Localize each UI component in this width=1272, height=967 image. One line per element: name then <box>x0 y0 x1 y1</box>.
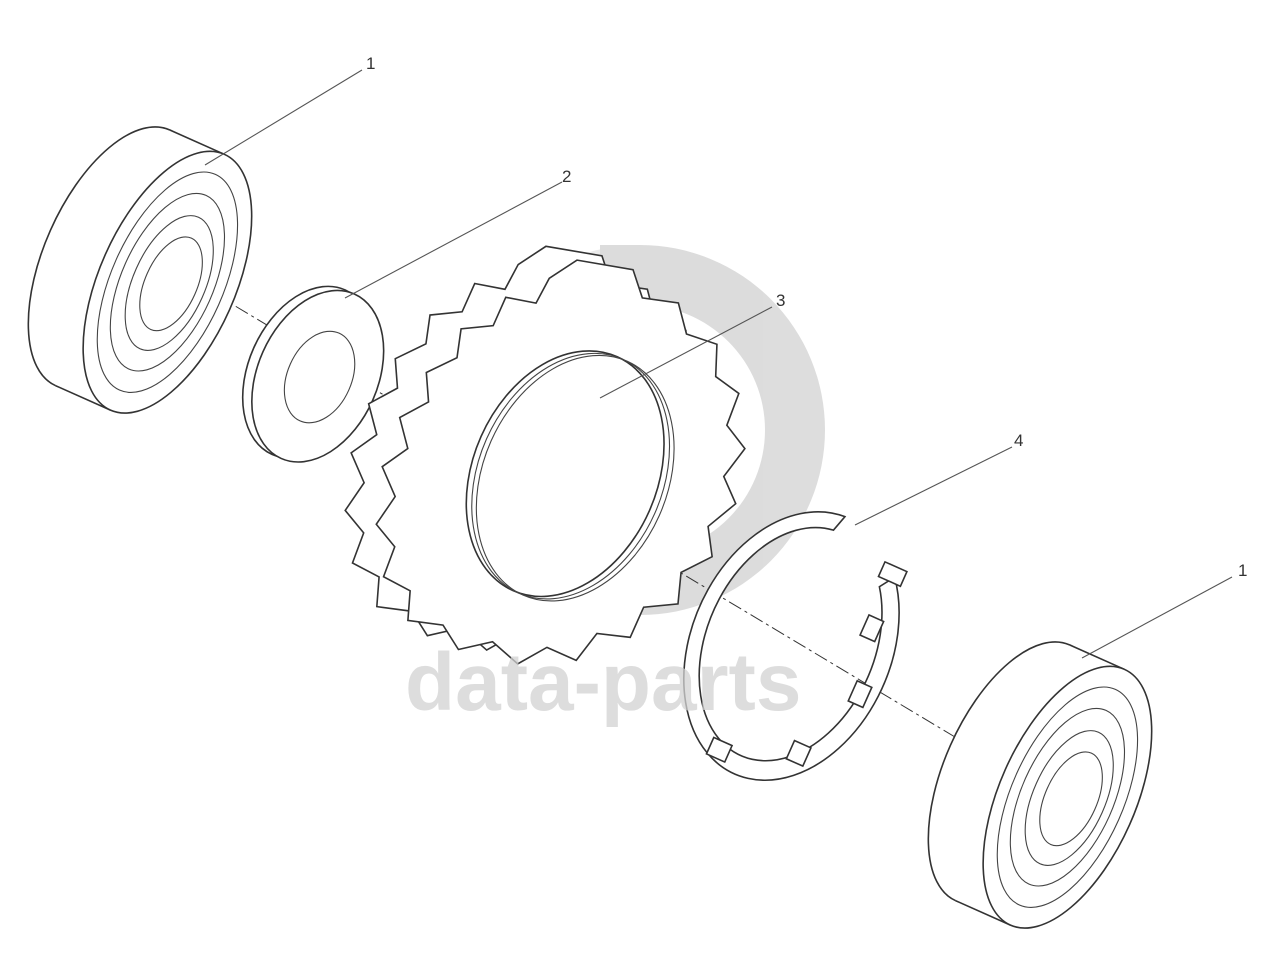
retaining-ring <box>683 511 908 782</box>
leader-line-3 <box>599 306 773 399</box>
callout-1-bottom: 1 <box>1238 561 1247 580</box>
leader-line-1-top <box>204 69 363 166</box>
bearing-top <box>27 126 253 414</box>
leader-line-2 <box>344 181 563 299</box>
bearing-bottom <box>927 641 1153 929</box>
gear <box>344 245 746 665</box>
washer <box>241 285 385 463</box>
callout-3: 3 <box>776 291 785 310</box>
leader-line-1-bottom <box>1081 576 1233 659</box>
callout-2: 2 <box>562 167 571 186</box>
callout-1-top: 1 <box>366 54 375 73</box>
leader-line-4 <box>854 446 1013 526</box>
watermark-text: data-parts <box>405 637 801 728</box>
callout-4: 4 <box>1014 431 1023 450</box>
